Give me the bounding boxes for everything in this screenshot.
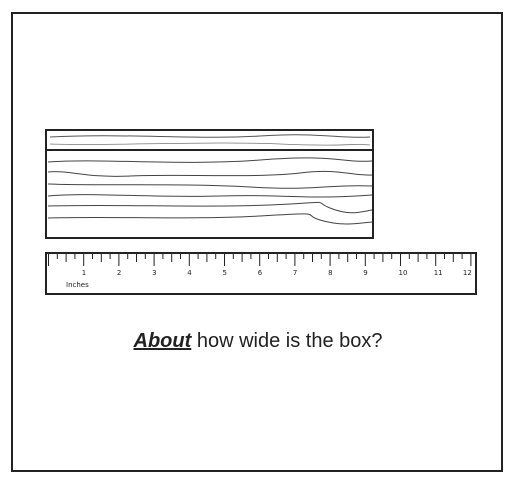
question-emphasis: About [134,330,192,352]
ruler-number: 12 [463,269,472,277]
ruler-number: 10 [399,269,408,277]
ruler-number: 5 [223,269,227,277]
ruler-number: 7 [293,269,297,277]
ruler-number: 8 [328,269,332,277]
wooden-box [46,130,373,238]
ruler-number: 9 [363,269,367,277]
ruler-unit-label: Inches [66,281,89,289]
ruler-number: 6 [258,269,263,277]
ruler-number: 11 [434,269,443,277]
question-text: About how wide is the box? [0,330,516,353]
question-rest: how wide is the box? [191,330,382,352]
ruler-number: 1 [82,269,86,277]
ruler-number: 3 [152,269,156,277]
ruler-number: 2 [117,269,121,277]
ruler-number: 4 [187,269,192,277]
